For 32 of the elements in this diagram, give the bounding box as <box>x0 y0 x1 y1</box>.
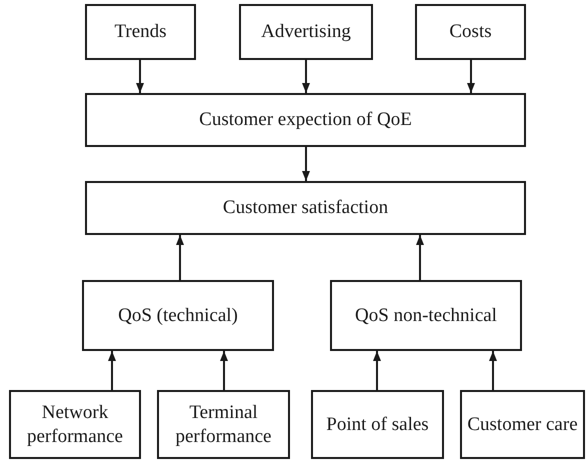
arrow <box>220 351 228 390</box>
arrow <box>373 351 381 390</box>
box-label: Customer satisfaction <box>222 196 388 220</box>
box-label: Advertising <box>261 20 351 44</box>
arrow <box>136 60 144 93</box>
process-box <box>239 4 373 60</box>
box-label: Point of sales <box>326 412 429 436</box>
arrow <box>176 235 184 280</box>
box-label: Trends <box>114 20 167 44</box>
arrow <box>416 235 424 280</box>
arrow <box>302 147 310 181</box>
process-box <box>9 390 141 459</box>
process-box <box>82 280 274 351</box>
arrow <box>302 60 310 93</box>
box-label: Costs <box>449 20 492 44</box>
process-box <box>85 93 526 147</box>
box-label: Terminal performance <box>174 400 272 448</box>
box-label: QoS non-technical <box>355 304 497 328</box>
arrow <box>489 351 497 390</box>
process-box <box>460 390 585 459</box>
process-box <box>415 4 526 60</box>
process-box <box>85 181 526 235</box>
process-box <box>330 280 522 351</box>
process-box <box>157 390 290 459</box>
box-label: QoS (technical) <box>118 304 238 328</box>
box-label: Network performance <box>26 400 124 448</box>
box-label: Customer care <box>467 412 578 436</box>
arrow <box>108 351 116 390</box>
process-box <box>85 4 196 60</box>
arrow <box>467 60 475 93</box>
process-box <box>311 390 444 459</box>
box-label: Customer expection of QoE <box>199 108 412 132</box>
